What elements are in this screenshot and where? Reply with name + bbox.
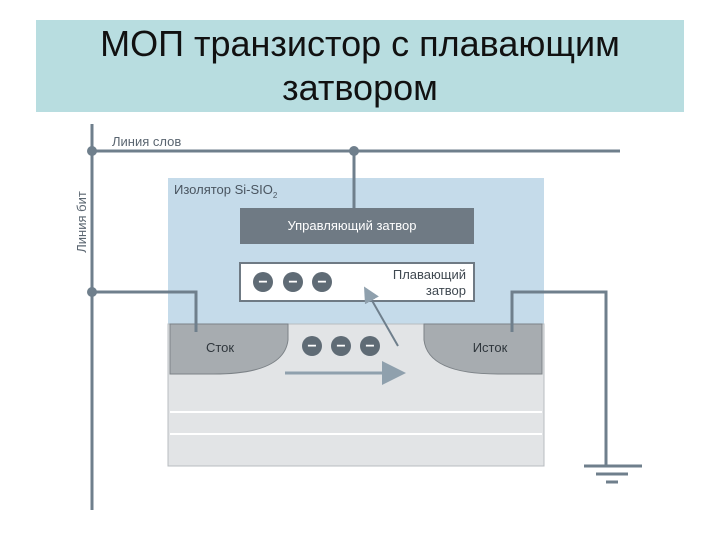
drain-wire	[92, 290, 198, 332]
injection-arrow	[364, 286, 399, 347]
insulator-label-text: Изолятор Si-SIO	[174, 182, 273, 197]
drain-label: Сток	[206, 340, 234, 355]
junction-dot	[87, 146, 97, 156]
channel-electrons: − − −	[302, 336, 380, 356]
bit-line-label: Линия бит	[74, 191, 89, 253]
insulator-label: Изолятор Si-SIO2	[174, 182, 278, 200]
control-gate-label: Управляющий затвор	[287, 218, 416, 233]
junction-dot	[87, 287, 97, 297]
electron	[360, 336, 380, 356]
electron-symbol: −	[365, 338, 374, 355]
source-electrode	[423, 323, 543, 375]
insulator-label-subscript: 2	[273, 191, 278, 200]
drain-electrode	[169, 323, 289, 375]
electron-symbol: −	[307, 338, 316, 355]
source-wire	[510, 290, 608, 466]
electron	[312, 272, 332, 292]
word-line-label: Линия слов	[112, 134, 181, 149]
floating-gate-label: затвор	[426, 283, 466, 298]
source-label: Исток	[473, 340, 508, 355]
electron-symbol: −	[258, 274, 267, 291]
title-band	[36, 20, 684, 112]
electron	[283, 272, 303, 292]
electron-symbol: −	[317, 274, 326, 291]
floating-gate-label: Плавающий	[393, 267, 466, 282]
electron-symbol: −	[336, 338, 345, 355]
junction-dot	[349, 146, 359, 156]
electron-symbol: −	[288, 274, 297, 291]
insulator-block	[168, 178, 544, 324]
slide-title: МОП транзистор с плавающим затвором	[36, 22, 684, 110]
electron	[302, 336, 322, 356]
electron	[331, 336, 351, 356]
electron	[253, 272, 273, 292]
floating-gate	[239, 262, 475, 302]
control-gate	[240, 208, 474, 244]
floating-gate-electrons: − − −	[253, 272, 332, 292]
slide-title-line-2: затвором	[282, 67, 438, 108]
slide-title-line-1: МОП транзистор с плавающим	[100, 23, 620, 64]
